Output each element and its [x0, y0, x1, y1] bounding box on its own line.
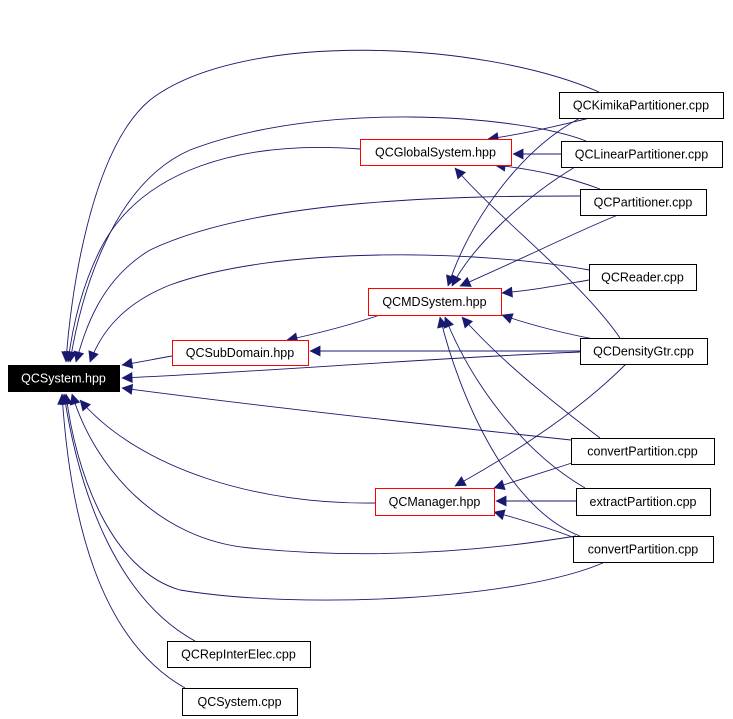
node-qclinearpartitioner-cpp[interactable]: QCLinearPartitioner.cpp: [561, 141, 723, 168]
node-label: convertPartition.cpp: [587, 445, 698, 459]
node-label: QCGlobalSystem.hpp: [375, 146, 496, 160]
edge-qcsystem_cpp-to-qcsystem_hpp: [57, 393, 186, 689]
edge-convertpartition_cpp_2-to-qcsystem_hpp: [69, 393, 577, 555]
node-qcglobalsystem-hpp[interactable]: QCGlobalSystem.hpp: [360, 139, 512, 166]
edge-qcdensitygtr_cpp-to-qcmanager_hpp: [454, 363, 627, 487]
node-qcrepinterelec-cpp[interactable]: QCRepInterElec.cpp: [167, 641, 311, 668]
edge-qcsubdomain_hpp-to-qcsystem_hpp: [121, 355, 173, 369]
node-box: [8, 365, 120, 392]
node-label: QCLinearPartitioner.cpp: [575, 148, 708, 162]
node-convertpartition-cpp-1[interactable]: convertPartition.cpp: [571, 438, 715, 465]
edge-qcrepinterelec_cpp-to-qcsystem_hpp: [60, 393, 196, 642]
edge-convertpartition_cpp_2-to-qcsystem_hpp-arc: [61, 393, 606, 601]
node-qcreader-cpp[interactable]: QCReader.cpp: [589, 264, 697, 291]
node-box: [182, 688, 298, 716]
node-label: QCManager.hpp: [389, 495, 481, 509]
edge-qcpartitioner_cpp-to-qcmdsystem_hpp: [459, 214, 619, 287]
edge-qckimikapartitioner_cpp-to-qcmdsystem_hpp: [446, 117, 581, 287]
edge-extractpartition_cpp-to-qcmdsystem_hpp: [443, 316, 586, 489]
edge-qcglobalsystem_hpp-to-qcsystem_hpp: [63, 147, 361, 363]
node-convertpartition-cpp-2[interactable]: convertPartition.cpp: [573, 536, 714, 563]
edge-qckimikapartitioner_cpp-to-qcsystem_hpp: [61, 49, 600, 363]
node-qckimikapartitioner-cpp[interactable]: QCKimikaPartitioner.cpp: [559, 92, 724, 119]
node-box: [167, 641, 311, 668]
edge-qcreader_cpp-to-qcmdsystem_hpp: [501, 279, 590, 298]
edge-convertpartition_cpp_1-to-qcmanager_hpp: [493, 461, 576, 491]
edge-convertpartition_cpp_2-to-qcmanager_hpp: [493, 509, 581, 541]
node-label: convertPartition.cpp: [588, 543, 699, 557]
edge-qcmanager_hpp-to-qcsystem_hpp: [79, 399, 376, 504]
node-qcmanager-hpp[interactable]: QCManager.hpp: [375, 488, 495, 516]
edge-qcdensitygtr_cpp-to-qcglobalsystem_hpp: [454, 167, 621, 339]
node-box: [576, 488, 711, 516]
node-box: [589, 264, 697, 291]
node-box: [360, 139, 512, 166]
node-label: QCPartitioner.cpp: [594, 196, 693, 210]
node-label: QCSystem.cpp: [197, 695, 281, 709]
edge-qclinearpartitioner_cpp-to-qcmdsystem_hpp: [451, 166, 576, 287]
edge-qcpartitioner_cpp-to-qcglobalsystem_hpp: [494, 160, 601, 190]
edge-qcdensitygtr_cpp-to-qcsystem_hpp: [121, 351, 581, 384]
node-extractpartition-cpp[interactable]: extractPartition.cpp: [576, 488, 711, 516]
node-box: [573, 536, 714, 563]
node-box: [561, 141, 723, 168]
node-box: [559, 92, 724, 119]
node-box: [375, 488, 495, 516]
node-qcpartitioner-cpp[interactable]: QCPartitioner.cpp: [580, 189, 707, 216]
edge-convertpartition_cpp_2-to-qcmdsystem_hpp: [437, 316, 581, 537]
node-box: [580, 189, 707, 216]
edge-qclinearpartitioner_cpp-to-qcsystem_hpp: [66, 116, 587, 363]
edge-convertpartition_cpp_1-to-qcsystem_hpp: [121, 383, 572, 441]
node-qcmdsystem-hpp[interactable]: QCMDSystem.hpp: [368, 288, 502, 316]
edge-qcmdsystem_hpp-to-qcsubdomain_hpp: [286, 314, 381, 344]
node-label: QCSubDomain.hpp: [186, 346, 294, 360]
node-label: QCMDSystem.hpp: [382, 295, 486, 309]
node-box: [368, 288, 502, 316]
edge-convertpartition_cpp_1-to-qcmdsystem_hpp: [461, 316, 601, 439]
node-label: extractPartition.cpp: [590, 495, 697, 509]
node-label: QCKimikaPartitioner.cpp: [573, 99, 709, 113]
node-box: [580, 338, 708, 365]
edge-qcreader_cpp-to-qcsystem_hpp: [88, 254, 590, 363]
node-box: [571, 438, 715, 465]
edge-qcdensitygtr_cpp-to-qcmdsystem_hpp: [501, 313, 601, 341]
edges-layer: [57, 49, 627, 689]
node-qcsystem-hpp[interactable]: QCSystem.hpp: [8, 365, 120, 392]
node-qcsystem-cpp[interactable]: QCSystem.cpp: [182, 688, 298, 716]
node-label: QCSystem.hpp: [21, 372, 106, 386]
node-label: QCReader.cpp: [601, 271, 684, 285]
node-qcdensitygtr-cpp[interactable]: QCDensityGtr.cpp: [580, 338, 708, 365]
node-qcsubdomain-hpp[interactable]: QCSubDomain.hpp: [172, 340, 309, 366]
edge-qcpartitioner_cpp-to-qcsystem_hpp: [73, 195, 581, 363]
node-box: [172, 340, 309, 366]
node-label: QCRepInterElec.cpp: [181, 648, 296, 662]
node-label: QCDensityGtr.cpp: [593, 345, 694, 359]
nodes-layer: QCSystem.hpp QCSubDomain.hpp QCGlobalSyste…: [8, 92, 724, 716]
